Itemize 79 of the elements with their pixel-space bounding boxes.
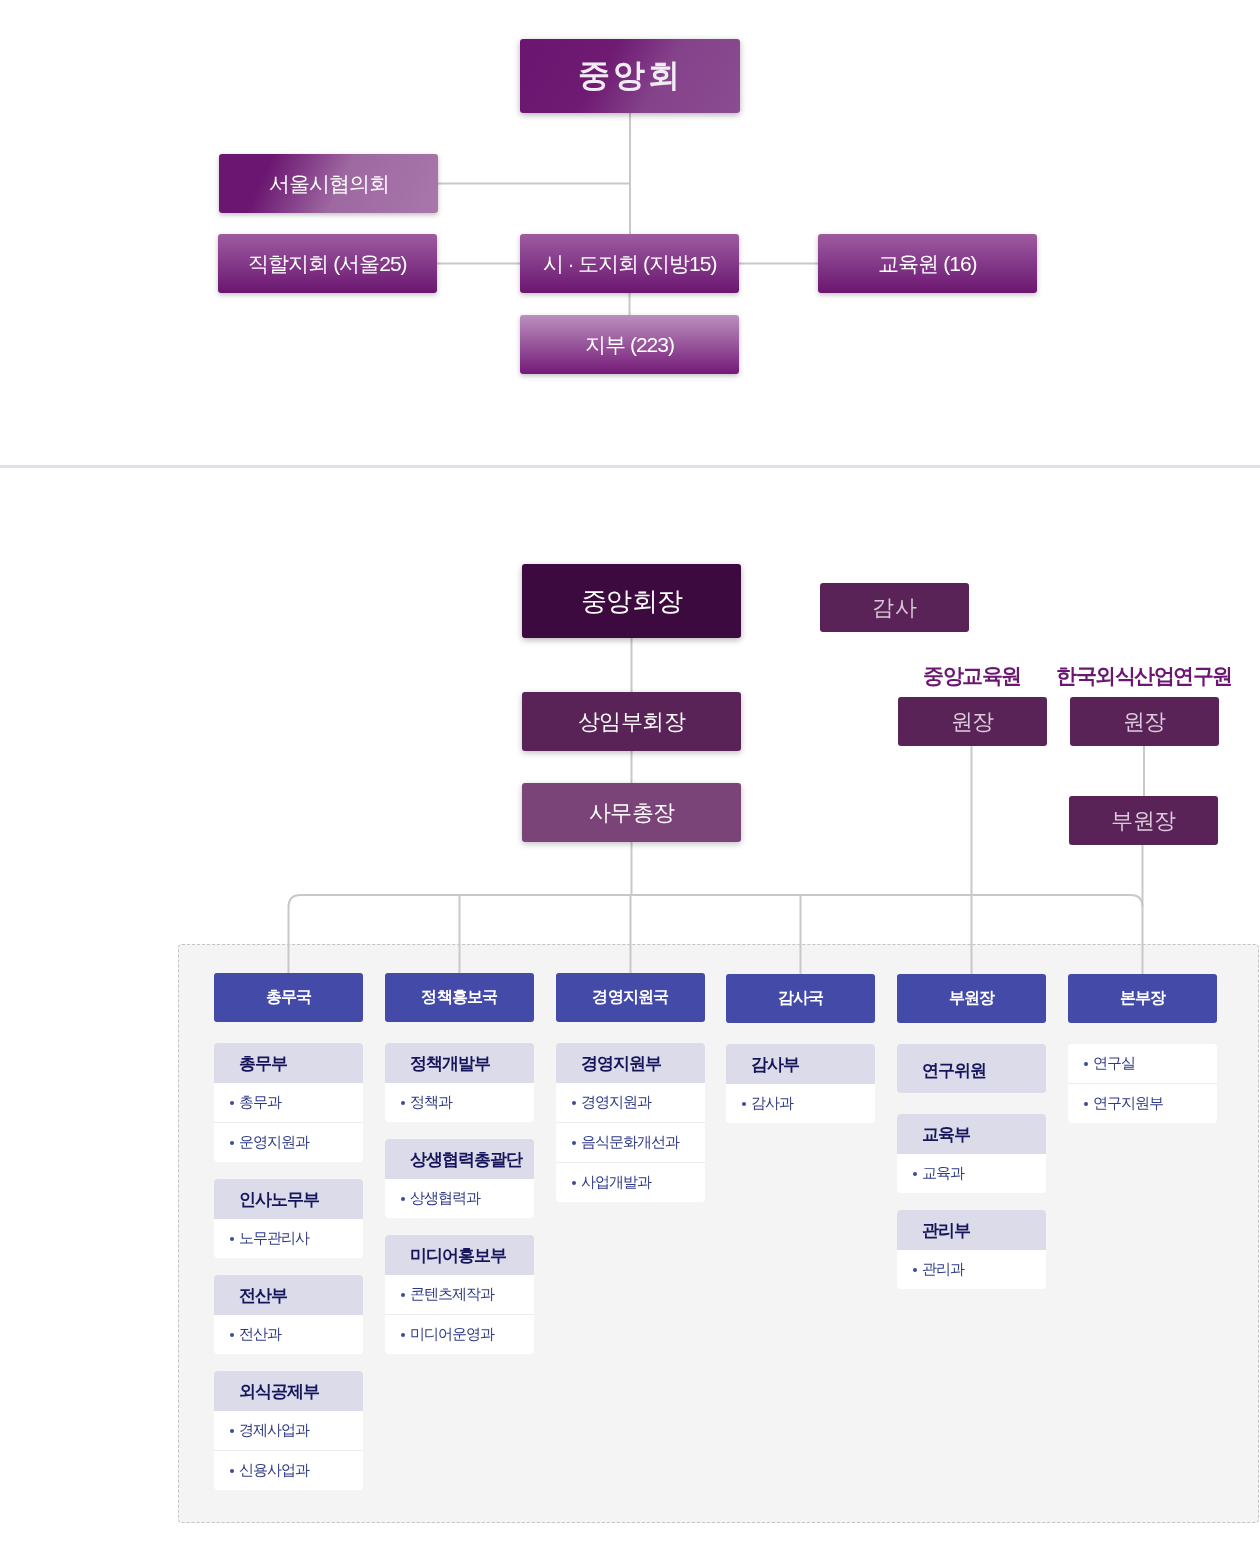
org-box: 교육원 (16) [818, 234, 1037, 293]
position-box: 원장 [1069, 697, 1219, 746]
connector-line [287, 906, 290, 974]
section-name: 정책과 [410, 1093, 452, 1112]
section-name: 음식문화개선과 [581, 1133, 679, 1152]
department-heading: 경영지원부 [556, 1043, 705, 1083]
org-box: 직할지회 (서울25) [218, 234, 437, 293]
section-name: 콘텐츠제작과 [410, 1285, 494, 1304]
connector-line [287, 841, 1144, 908]
org-box: 서울시협의회 [219, 154, 438, 213]
department-card [214, 1179, 363, 1258]
connector-line [738, 262, 819, 265]
section-name: 교육과 [922, 1164, 964, 1183]
department-card [214, 1043, 363, 1162]
connector-line [1141, 906, 1144, 975]
department-heading: 전산부 [214, 1275, 363, 1315]
section-name: 관리과 [922, 1260, 964, 1279]
section-name: 미디어운영과 [410, 1325, 494, 1344]
position-box: 사무총장 [522, 783, 741, 842]
section-name: 경영지원과 [581, 1093, 651, 1112]
department-heading: 미디어홍보부 [385, 1235, 534, 1275]
department-heading: 총무부 [214, 1043, 363, 1083]
position-box: 부원장 [1069, 796, 1218, 845]
bureau-box: 경영지원국 [556, 973, 705, 1022]
section-name: 사업개발과 [581, 1173, 651, 1192]
institute-heading: 한국외식산업연구원 [1056, 663, 1232, 689]
org-box: 중앙회 [520, 39, 740, 113]
connector-line [628, 292, 631, 316]
position-box: 원장 [897, 697, 1047, 746]
connector-line [629, 894, 632, 974]
org-box: 시 · 도지회 (지방15) [520, 234, 739, 293]
section-name: 노무관리사 [239, 1229, 309, 1248]
department-card [385, 1043, 534, 1122]
department-card [214, 1371, 363, 1490]
section-name: 상생협력과 [410, 1189, 480, 1208]
connector-line [437, 112, 631, 185]
org-box: 지부 (223) [520, 315, 739, 374]
bureau-box: 총무국 [214, 973, 363, 1022]
position-box: 감사 [820, 583, 969, 632]
department-heading: 상생협력총괄단 [385, 1139, 534, 1179]
connector-line [630, 637, 633, 693]
section-name: 연구실 [1093, 1054, 1135, 1073]
section-name: 운영지원과 [239, 1133, 309, 1152]
department-card [726, 1044, 875, 1123]
connector-line [436, 262, 521, 265]
connector-line [799, 894, 802, 975]
department-heading: 관리부 [897, 1210, 1046, 1250]
department-card [897, 1210, 1046, 1289]
department-card [385, 1235, 534, 1354]
department-heading: 감사부 [726, 1044, 875, 1084]
section-name: 총무과 [239, 1093, 281, 1112]
connector-line [1141, 844, 1144, 908]
connector-line [458, 894, 461, 974]
department-heading: 정책개발부 [385, 1043, 534, 1083]
department-box: 연구위원 [897, 1044, 1046, 1093]
position-box: 상임부회장 [522, 692, 741, 751]
connector-line [1143, 745, 1145, 797]
department-heading: 인사노무부 [214, 1179, 363, 1219]
bureau-box: 정책홍보국 [385, 973, 534, 1022]
department-heading: 외식공제부 [214, 1371, 363, 1411]
department-card [1068, 1044, 1217, 1123]
connector-line [970, 894, 973, 975]
section-name: 신용사업과 [239, 1461, 309, 1480]
section-name: 전산과 [239, 1325, 281, 1344]
position-box: 중앙회장 [522, 564, 741, 638]
department-heading: 교육부 [897, 1114, 1046, 1154]
department-card [556, 1043, 705, 1202]
connector-line [630, 750, 633, 784]
bureau-box: 부원장 [897, 974, 1046, 1023]
institute-heading: 중앙교육원 [923, 663, 1021, 689]
section-name: 감사과 [751, 1094, 793, 1113]
department-card [385, 1139, 534, 1218]
section-name: 연구지원부 [1093, 1094, 1163, 1113]
section-name: 경제사업과 [239, 1421, 309, 1440]
connector-line [970, 745, 973, 896]
department-card [214, 1275, 363, 1354]
bureau-box: 감사국 [726, 974, 875, 1023]
department-card [897, 1114, 1046, 1193]
bureau-box: 본부장 [1068, 974, 1217, 1023]
